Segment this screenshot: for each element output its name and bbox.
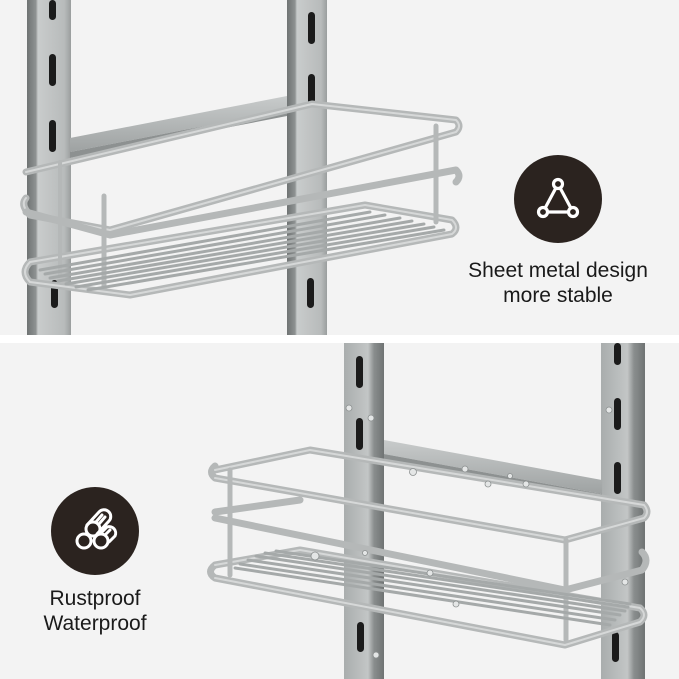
caption-line-1: Sheet metal design bbox=[468, 259, 648, 282]
caption-line-2: more stable bbox=[503, 284, 613, 307]
pipes-bundle-icon bbox=[75, 508, 118, 550]
shower-caddy-wet-illustration bbox=[207, 343, 651, 679]
caption-line-2: Waterproof bbox=[43, 612, 147, 635]
shower-caddy-illustration bbox=[20, 0, 463, 335]
feature-caption-rustproof: Rustproof Waterproof bbox=[20, 586, 170, 636]
caption-line-1: Rustproof bbox=[49, 587, 141, 610]
feature-caption-sheet-metal: Sheet metal design more stable bbox=[446, 258, 670, 308]
triangle-nodes-icon bbox=[536, 177, 580, 219]
feature-panel-sheet-metal: Sheet metal design more stable bbox=[0, 0, 679, 335]
feature-badge-rustproof bbox=[51, 487, 139, 575]
feature-badge-sheet-metal bbox=[514, 155, 602, 243]
feature-panel-rustproof: Rustproof Waterproof bbox=[0, 343, 679, 679]
